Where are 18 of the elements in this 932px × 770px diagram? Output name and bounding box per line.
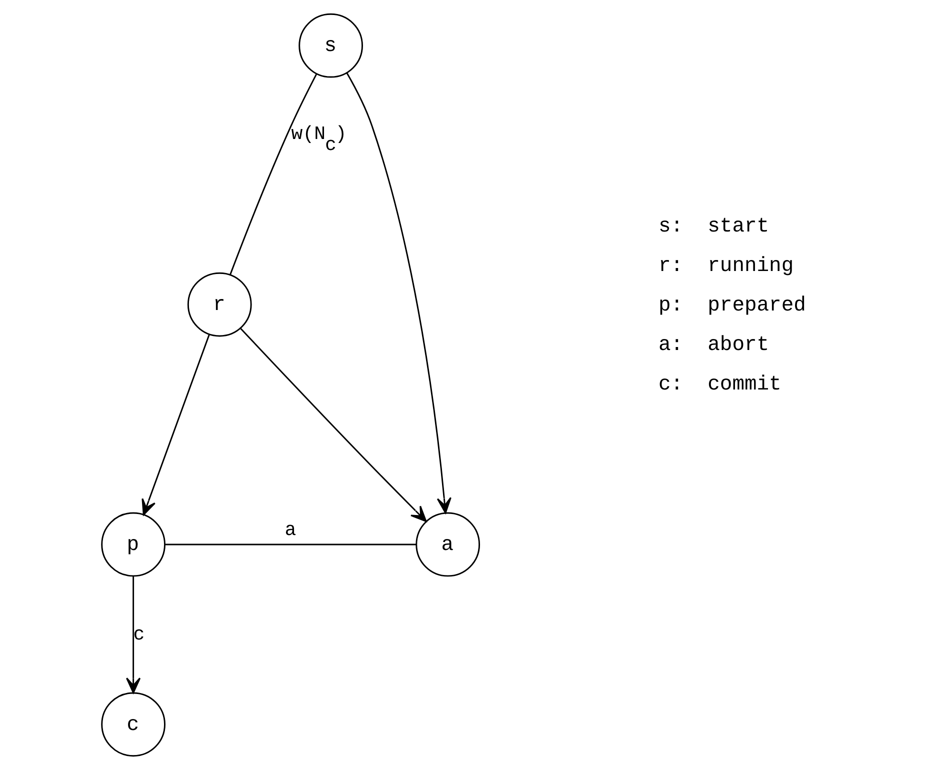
label: c: commit bbox=[658, 374, 781, 397]
connector bbox=[229, 74, 316, 275]
edge-label: a bbox=[284, 518, 296, 541]
node-circle: c bbox=[100, 692, 165, 757]
label: s: start bbox=[658, 216, 769, 239]
node-circle: a bbox=[415, 512, 480, 577]
arrow bbox=[346, 72, 451, 514]
connector bbox=[164, 544, 416, 546]
node-circle: p bbox=[100, 512, 165, 577]
node-circle: r bbox=[186, 272, 252, 337]
arrow bbox=[239, 328, 426, 522]
node-circle: s bbox=[298, 13, 362, 78]
label: r: running bbox=[658, 255, 794, 278]
arrow bbox=[126, 576, 140, 694]
label: p: prepared bbox=[658, 294, 806, 318]
label: a: abort bbox=[658, 334, 769, 358]
edge-label: c bbox=[132, 623, 144, 646]
arrow bbox=[141, 334, 210, 516]
